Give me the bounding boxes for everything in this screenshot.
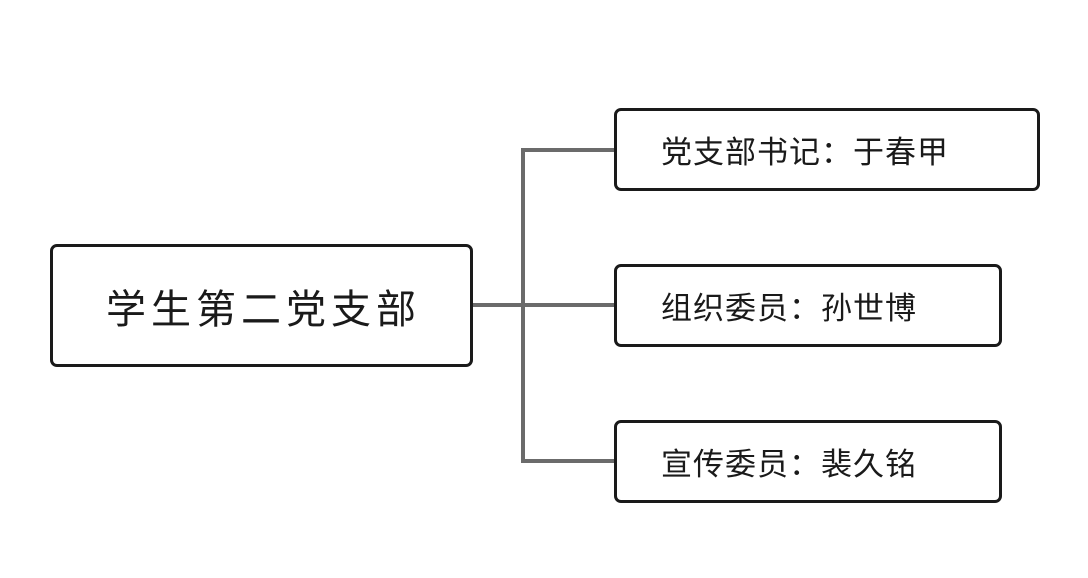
child-node-label: 党支部书记：于春甲 bbox=[661, 135, 949, 171]
child-node-label: 宣传委员：裴久铭 bbox=[661, 447, 917, 483]
child-node-publicity: 宣传委员：裴久铭 bbox=[614, 420, 1002, 503]
child-node-secretary: 党支部书记：于春甲 bbox=[614, 108, 1040, 191]
root-node-label: 学生第二党支部 bbox=[106, 286, 421, 333]
root-node-box: 学生第二党支部 bbox=[50, 244, 473, 367]
child-node-label: 组织委员：孙世博 bbox=[661, 291, 917, 327]
child-node-organization: 组织委员：孙世博 bbox=[614, 264, 1002, 347]
